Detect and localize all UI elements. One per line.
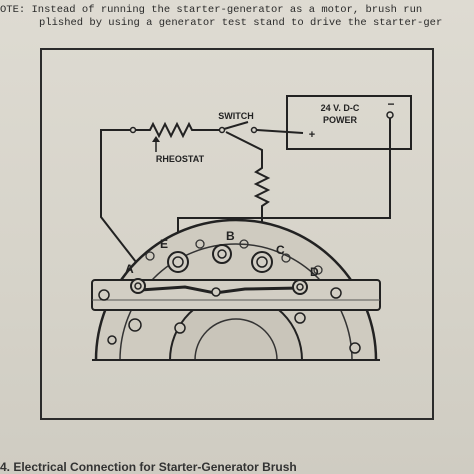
housing-bolt-4 [349, 342, 361, 354]
terminal-a-nut [134, 282, 142, 290]
figure-caption: 4. Electrical Connection for Starter-Gen… [0, 460, 297, 474]
housing-bolt-2 [174, 322, 186, 334]
rheostat-arrow [152, 136, 160, 142]
rheostat-label: RHEOSTAT [156, 154, 205, 164]
terminal-c-label: C [276, 243, 285, 257]
power-minus-terminal [386, 111, 394, 119]
terminal-e-label: E [160, 237, 168, 251]
brush-stud-1 [145, 251, 155, 261]
brush-stud-3 [239, 239, 249, 249]
terminal-a-label: A [125, 262, 134, 276]
brush-stud-2 [195, 239, 205, 249]
note-line-1: OTE: Instead of running the starter-gene… [0, 4, 423, 16]
terminal-e-post [167, 251, 189, 273]
switch-contact [250, 126, 258, 134]
switch-blade [223, 121, 249, 130]
housing-bolt-3 [294, 312, 306, 324]
terminal-d-nut [296, 283, 304, 291]
terminal-b-post [212, 244, 232, 264]
brush-stud-4 [281, 253, 291, 263]
housing-bolt-1 [128, 318, 142, 332]
terminal-c-nut [256, 256, 268, 268]
jumper-clamp [211, 287, 221, 297]
power-minus-label: − [387, 97, 394, 111]
series-resistor [225, 131, 271, 256]
block-bolt-left [98, 289, 110, 301]
terminal-d-label: D [310, 265, 319, 279]
brush-stud-5 [313, 265, 323, 275]
note-line-2: plished by using a generator test stand … [39, 17, 443, 29]
terminal-e-nut [172, 256, 184, 268]
rheostat-resistor [135, 121, 219, 139]
terminal-c-post [251, 251, 273, 273]
terminal-b-nut [217, 249, 227, 259]
block-bolt-right [330, 287, 342, 299]
power-label-1: 24 V. D-C [321, 103, 360, 113]
terminal-a-post [130, 278, 146, 294]
note-text: OTE: Instead of running the starter-gene… [0, 4, 474, 30]
power-plus-label: + [309, 129, 315, 141]
terminal-b-label: B [226, 229, 235, 243]
wire-rheostat-to-a [100, 129, 137, 263]
rheostat-terminal [129, 126, 137, 134]
switch-pivot [218, 126, 226, 134]
switch-label: SWITCH [218, 111, 254, 121]
power-box [286, 95, 412, 150]
generator-shaft [194, 318, 278, 361]
wire-switch-to-plus [256, 129, 304, 134]
housing-bolt-5 [107, 335, 117, 345]
terminal-d-post [292, 279, 308, 295]
diagram-frame [40, 48, 434, 420]
power-label-2: POWER [323, 115, 358, 125]
